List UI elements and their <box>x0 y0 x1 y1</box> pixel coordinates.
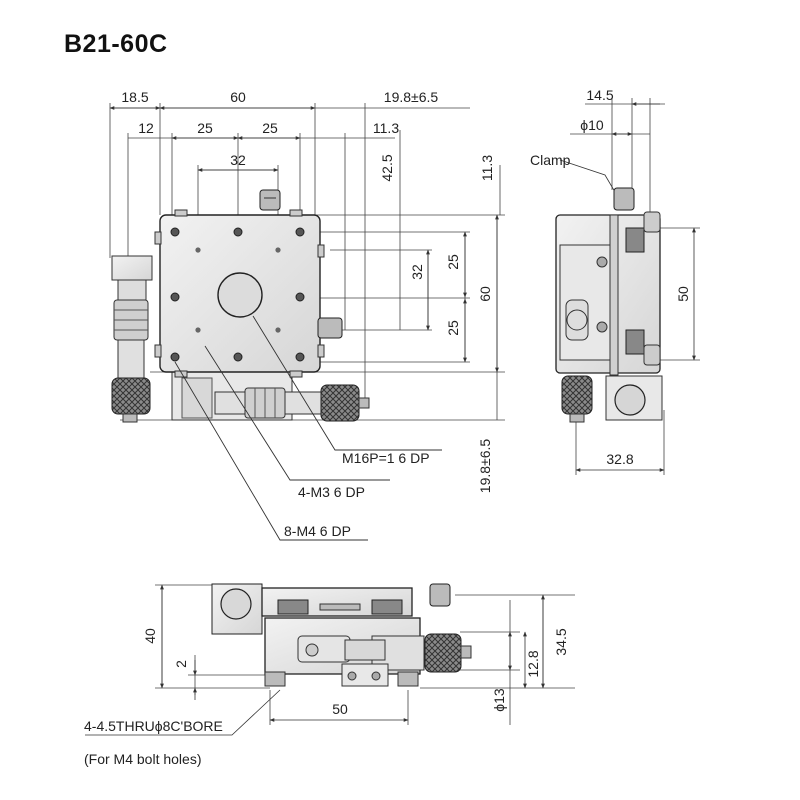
dim-phi10: ϕ10 <box>580 117 604 133</box>
dim-25-a: 25 <box>197 120 213 136</box>
center-hole <box>217 272 263 318</box>
dim-42-5: 42.5 <box>379 154 395 181</box>
dim-25-right-b: 25 <box>445 320 461 336</box>
dim-18-5: 18.5 <box>121 89 148 105</box>
front-view: 40 2 50 34.5 12.8 ϕ13 4-4.5THRUϕ8C'BORE … <box>84 583 575 767</box>
dim-50-front: 50 <box>332 701 348 717</box>
dim-34-5: 34.5 <box>553 628 569 655</box>
dim-32-top: 32 <box>230 152 246 168</box>
dim-60-top: 60 <box>230 89 246 105</box>
left-micrometer <box>111 255 153 423</box>
callout-m3: 4-M3 6 DP <box>298 484 365 500</box>
dim-32-right: 32 <box>409 264 425 280</box>
note-bore: 4-4.5THRUϕ8C'BORE <box>84 718 223 734</box>
dim-2: 2 <box>173 660 189 668</box>
dim-32-8: 32.8 <box>606 451 633 467</box>
callout-m16: M16P=1 6 DP <box>342 450 430 466</box>
dim-12: 12 <box>138 120 154 136</box>
base-rail <box>181 377 213 419</box>
dim-40: 40 <box>142 628 158 644</box>
callout-m4: 8-M4 6 DP <box>284 523 351 539</box>
dim-19-8-top: 19.8±6.5 <box>384 89 439 105</box>
dim-25-b: 25 <box>262 120 278 136</box>
m3-holes <box>195 247 281 333</box>
note-bolt-holes: (For M4 bolt holes) <box>84 751 201 767</box>
dim-phi13: ϕ13 <box>491 688 507 712</box>
side-view: 14.5 ϕ10 Clamp 50 32.8 <box>530 87 700 475</box>
clamp-knob <box>613 187 635 211</box>
dim-11-3-right: 11.3 <box>479 155 495 181</box>
dim-19-8-right: 19.8±6.5 <box>477 439 493 494</box>
clamp-label: Clamp <box>530 152 571 168</box>
m4-holes <box>170 227 305 362</box>
dim-14-5: 14.5 <box>586 87 613 103</box>
side-screw <box>317 317 343 339</box>
clamp-screw-top <box>259 189 281 211</box>
dim-25-right-a: 25 <box>445 254 461 270</box>
dim-60-right: 60 <box>477 286 493 302</box>
dim-12-8: 12.8 <box>525 650 541 677</box>
top-view: 18.5 60 19.8±6.5 12 25 25 11.3 32 42.5 1… <box>109 89 505 541</box>
drawing-title: B21-60C <box>64 30 168 58</box>
dim-50-side: 50 <box>675 286 691 302</box>
dim-11-3-top: 11.3 <box>373 120 399 136</box>
